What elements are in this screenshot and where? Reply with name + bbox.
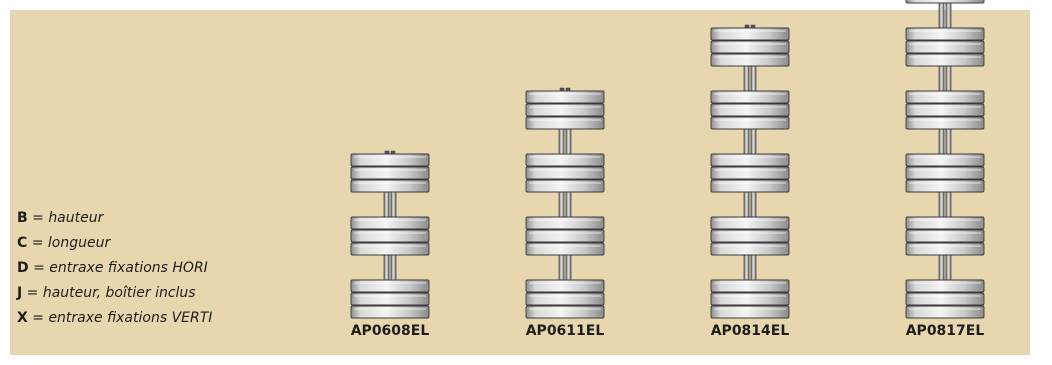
radiator-bar [905, 103, 985, 117]
legend-equals: = [27, 235, 48, 251]
radiator-bar [710, 229, 790, 243]
legend-description: hauteur [48, 210, 104, 226]
radiator-bar [350, 216, 430, 230]
radiator-bar [905, 179, 985, 193]
radiator-bar [905, 0, 985, 4]
radiator-bar [350, 242, 430, 256]
legend-key: C [17, 235, 28, 251]
legend-row-c: C = longueur [17, 232, 212, 257]
radiator-bar [525, 279, 605, 293]
legend-description: hauteur, boîtier inclus [42, 285, 196, 301]
radiator-bar [710, 53, 790, 67]
radiator-ap0814el [710, 24, 790, 319]
legend-description: entraxe fixations VERTI [48, 310, 213, 326]
legend-row-d: D = entraxe fixations HORI [17, 257, 212, 282]
legend-equals: = [27, 310, 49, 326]
model-label-ap0814el: AP0814EL [710, 323, 790, 339]
radiator-bar [350, 279, 430, 293]
legend-equals: = [28, 260, 50, 276]
radiator-bar [710, 103, 790, 117]
radiator-bar [905, 90, 985, 104]
radiator-bar [350, 179, 430, 193]
radiator-bar [710, 27, 790, 41]
radiator-bar [905, 229, 985, 243]
legend-row-x: X = entraxe fixations VERTI [17, 307, 212, 332]
legend-row-b: B = hauteur [17, 207, 212, 232]
radiator-bar [350, 153, 430, 167]
radiator-bar [905, 242, 985, 256]
radiator-ap0817el [905, 0, 985, 319]
radiator-bar [710, 292, 790, 306]
radiator-bar [525, 90, 605, 104]
radiator-bar [710, 216, 790, 230]
radiator-bar [710, 90, 790, 104]
legend-description: longueur [47, 235, 111, 251]
radiator-bar [525, 305, 605, 319]
model-label-ap0611el: AP0611EL [525, 323, 605, 339]
legend-key: X [17, 310, 28, 326]
radiator-bar [710, 279, 790, 293]
radiator-bar [525, 229, 605, 243]
radiator-bar [710, 166, 790, 180]
radiator-ap0608el [350, 150, 430, 319]
radiator-bar [905, 116, 985, 130]
radiator-bar [710, 116, 790, 130]
radiator-bar [905, 292, 985, 306]
radiator-bar [905, 216, 985, 230]
legend-equals: = [22, 285, 43, 301]
radiator-bar [905, 53, 985, 67]
radiator-bar [905, 40, 985, 54]
radiator-bar [525, 179, 605, 193]
radiator-bar [350, 305, 430, 319]
radiator-bar [905, 153, 985, 167]
model-label-ap0817el: AP0817EL [905, 323, 985, 339]
radiator-bar [710, 179, 790, 193]
legend-key: B [17, 210, 28, 226]
radiator-bar [905, 305, 985, 319]
radiator-bar [525, 153, 605, 167]
legend-key: D [17, 260, 29, 276]
radiator-bar [525, 116, 605, 130]
radiator-bar [350, 166, 430, 180]
radiator-ap0611el [525, 87, 605, 319]
radiator-bar [350, 292, 430, 306]
radiator-bar [905, 166, 985, 180]
radiator-bar [710, 153, 790, 167]
legend-description: entraxe fixations HORI [49, 260, 208, 276]
radiator-bar [525, 292, 605, 306]
radiator-bar [525, 216, 605, 230]
legend: B = hauteur C = longueur D = entraxe fix… [17, 207, 212, 332]
model-label-ap0608el: AP0608EL [350, 323, 430, 339]
radiator-bar [710, 305, 790, 319]
radiator-bar [710, 242, 790, 256]
radiator-bar [350, 229, 430, 243]
radiator-bar [905, 27, 985, 41]
radiator-bar [905, 279, 985, 293]
diagram-panel [10, 10, 1030, 355]
legend-row-j: J = hauteur, boîtier inclus [17, 282, 212, 307]
legend-key: J [17, 285, 23, 301]
radiator-bar [525, 166, 605, 180]
radiator-bar [525, 242, 605, 256]
radiator-bar [525, 103, 605, 117]
legend-equals: = [27, 210, 49, 226]
radiator-bar [710, 40, 790, 54]
